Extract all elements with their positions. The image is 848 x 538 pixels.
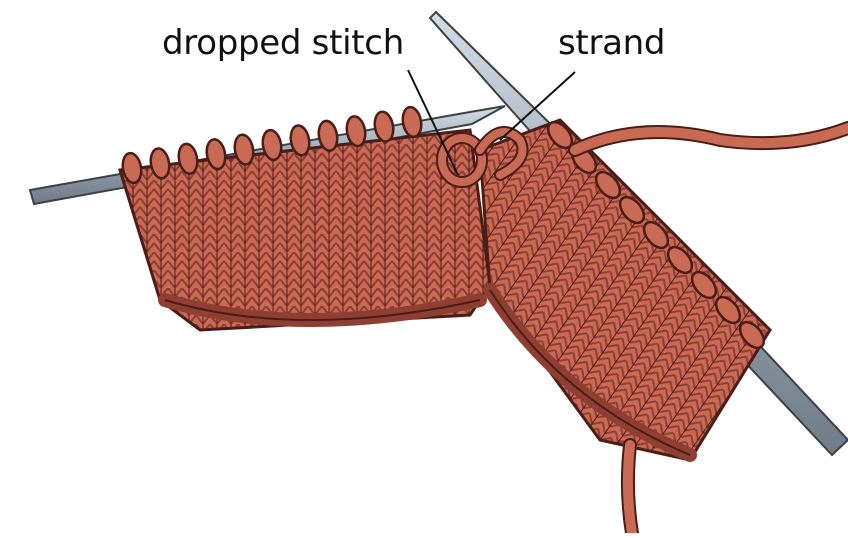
dropped-stitch-label: dropped stitch [162, 26, 404, 60]
strand-label: strand [558, 26, 665, 60]
knitted-fabric-left [120, 130, 490, 330]
cast-on-tail [628, 445, 632, 533]
working-yarn [575, 128, 848, 150]
knitted-fabric-right [480, 120, 770, 460]
